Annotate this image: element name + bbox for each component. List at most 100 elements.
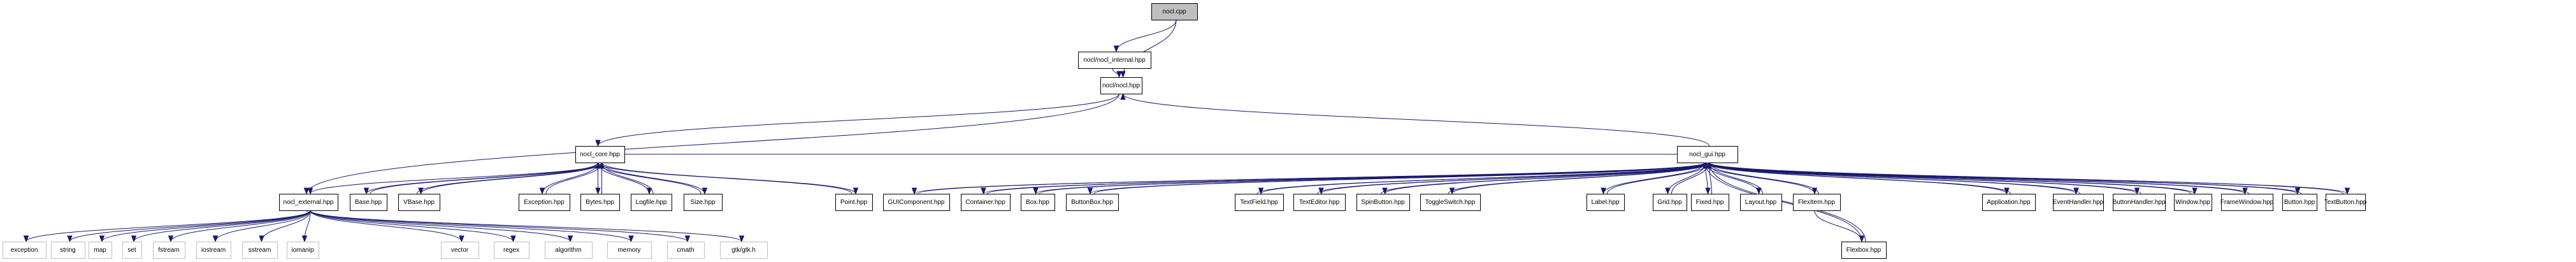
node-base[interactable]: Base.hpp: [350, 194, 387, 211]
node-textfield[interactable]: TextField.hpp: [1235, 194, 1284, 211]
arrowhead-icon: [301, 235, 308, 243]
node-std-iomanip: iomanip: [287, 242, 319, 259]
node-label[interactable]: Label.hpp: [1587, 194, 1625, 211]
node-box: [441, 242, 479, 259]
edge-container-to-nocl-gui: [987, 162, 1709, 194]
edge-nocl-external-to-std-iostream: [215, 210, 311, 242]
node-box[interactable]: Box.hpp: [1021, 194, 1055, 211]
node-label: map: [94, 247, 106, 254]
node-container[interactable]: Container.hpp: [961, 194, 1011, 211]
node-std-vector: vector: [441, 242, 479, 259]
node-label: ButtonHandler.hpp: [2113, 199, 2166, 206]
arrowhead-icon: [628, 235, 634, 243]
node-label: fstream: [158, 247, 179, 254]
node-vbase[interactable]: VBase.hpp: [398, 194, 440, 211]
node-nocl-hpp[interactable]: nocl/nocl.hpp: [1100, 77, 1142, 94]
node-box: [196, 242, 231, 259]
node-label: Size.hpp: [691, 199, 716, 206]
node-label: Layout.hpp: [1745, 199, 1777, 206]
arrowhead-icon: [1702, 161, 1708, 169]
node-texteditor[interactable]: TextEditor.hpp: [1293, 194, 1346, 211]
node-box: [2221, 194, 2273, 211]
node-eventhandler[interactable]: EventHandler.hpp: [2053, 194, 2104, 211]
node-box: [720, 242, 768, 259]
node-buttonhandler[interactable]: ButtonHandler.hpp: [2113, 194, 2166, 211]
arrowhead-icon: [1116, 71, 1122, 78]
node-buttonbox[interactable]: ButtonBox.hpp: [1066, 194, 1119, 211]
nodes-layer: nocl.cpp nocl/nocl_internal.hpp nocl/nocl.…: [3, 3, 2367, 259]
edge-nocl-core-to-base: [366, 162, 598, 194]
node-box: [153, 242, 185, 259]
node-application[interactable]: Application.hpp: [1982, 194, 2036, 211]
node-std-memory: memory: [607, 242, 652, 259]
node-box: [631, 194, 672, 211]
edge-nocl-gui-to-flexbox: [1705, 162, 1862, 242]
arrowhead-icon: [363, 187, 370, 195]
arrowhead-icon: [259, 235, 264, 243]
node-size[interactable]: Size.hpp: [684, 194, 723, 211]
node-framewindow[interactable]: FrameWindow.hpp: [2220, 194, 2274, 211]
arrowhead-icon: [2294, 187, 2301, 195]
edge-nocl-external-to-std-vector: [310, 210, 462, 242]
node-label: Base.hpp: [355, 199, 382, 206]
node-label: Box.hpp: [1026, 199, 1049, 206]
node-box: [1841, 242, 1887, 259]
node-gtk-h: gtk/gtk.h: [720, 242, 768, 259]
arrowhead-icon: [2192, 187, 2198, 195]
node-layout[interactable]: Layout.hpp: [1740, 194, 1782, 211]
node-guicomponent[interactable]: GUIComponent.hpp: [883, 194, 950, 211]
node-logfile[interactable]: Logfile.hpp: [631, 194, 672, 211]
edge-flexitem-to-nocl-gui: [1709, 162, 1819, 194]
node-label: Exception.hpp: [524, 199, 565, 206]
node-toggleswitch[interactable]: ToggleSwitch.hpp: [1420, 194, 1481, 211]
edge-nocl-cpp-to-nocl-internal: [1116, 19, 1177, 52]
arrowhead-icon: [595, 161, 601, 169]
node-box: [1677, 146, 1738, 163]
node-point[interactable]: Point.hpp: [835, 194, 873, 211]
node-nocl-core[interactable]: nocl_core.hpp: [575, 146, 625, 163]
edge-nocl-external-to-std-regex: [310, 210, 514, 242]
arrowhead-icon: [2242, 187, 2248, 195]
edge-nocl-external-to-std-algorithm: [310, 210, 571, 242]
node-label: Label.hpp: [1592, 199, 1620, 206]
arrowhead-icon: [1120, 92, 1126, 100]
node-nocl-internal[interactable]: nocl/nocl_internal.hpp: [1078, 52, 1151, 69]
node-box: [607, 242, 652, 259]
node-spinbutton[interactable]: SpinButton.hpp: [1356, 194, 1410, 211]
edge-nocl-core-to-vbase: [421, 162, 602, 194]
node-box: [1235, 194, 1284, 211]
node-bytes[interactable]: Bytes.hpp: [580, 194, 620, 211]
edge-nocl-core-to-point: [601, 162, 856, 194]
node-fixed[interactable]: Fixed.hpp: [1691, 194, 1729, 211]
node-exception-hpp[interactable]: Exception.hpp: [519, 194, 570, 211]
node-label: Point.hpp: [840, 199, 868, 206]
arrowhead-icon: [1033, 187, 1039, 195]
edge-box-to-nocl-gui: [1039, 162, 1709, 194]
node-flexitem[interactable]: FlexItem.hpp: [1793, 194, 1841, 211]
node-box: [494, 242, 529, 259]
arrowhead-icon: [1665, 187, 1671, 195]
edge-nocl-external-to-std-map: [101, 210, 311, 242]
node-label: sstream: [248, 247, 271, 254]
edge-nocl-core-to-size: [601, 162, 705, 194]
node-textbutton[interactable]: TextButton.hpp: [2324, 194, 2367, 211]
arrowhead-icon: [2344, 187, 2350, 195]
node-nocl-cpp[interactable]: nocl.cpp: [1151, 3, 1198, 20]
node-label: TextField.hpp: [1240, 199, 1278, 206]
node-label: nocl_core.hpp: [580, 151, 620, 158]
node-button[interactable]: Button.hpp: [2282, 194, 2317, 211]
arrowhead-icon: [418, 187, 424, 195]
node-grid[interactable]: Grid.hpp: [1653, 194, 1687, 211]
node-nocl-external[interactable]: nocl_external.hpp: [279, 194, 338, 211]
edge-textbutton-to-nocl-gui: [1705, 162, 2344, 194]
arrowhead-icon: [911, 187, 917, 195]
node-label: FlexItem.hpp: [1798, 199, 1835, 206]
node-label: nocl_external.hpp: [284, 199, 334, 206]
arrowhead-icon: [168, 235, 174, 243]
node-window[interactable]: Window.hpp: [2174, 194, 2212, 211]
arrowhead-icon: [1705, 187, 1711, 195]
node-label: iostream: [201, 247, 226, 254]
node-nocl-gui[interactable]: nocl_gui.hpp: [1677, 146, 1738, 163]
arrowhead-icon: [131, 235, 137, 243]
node-flexbox[interactable]: Flexbox.hpp: [1841, 242, 1887, 259]
